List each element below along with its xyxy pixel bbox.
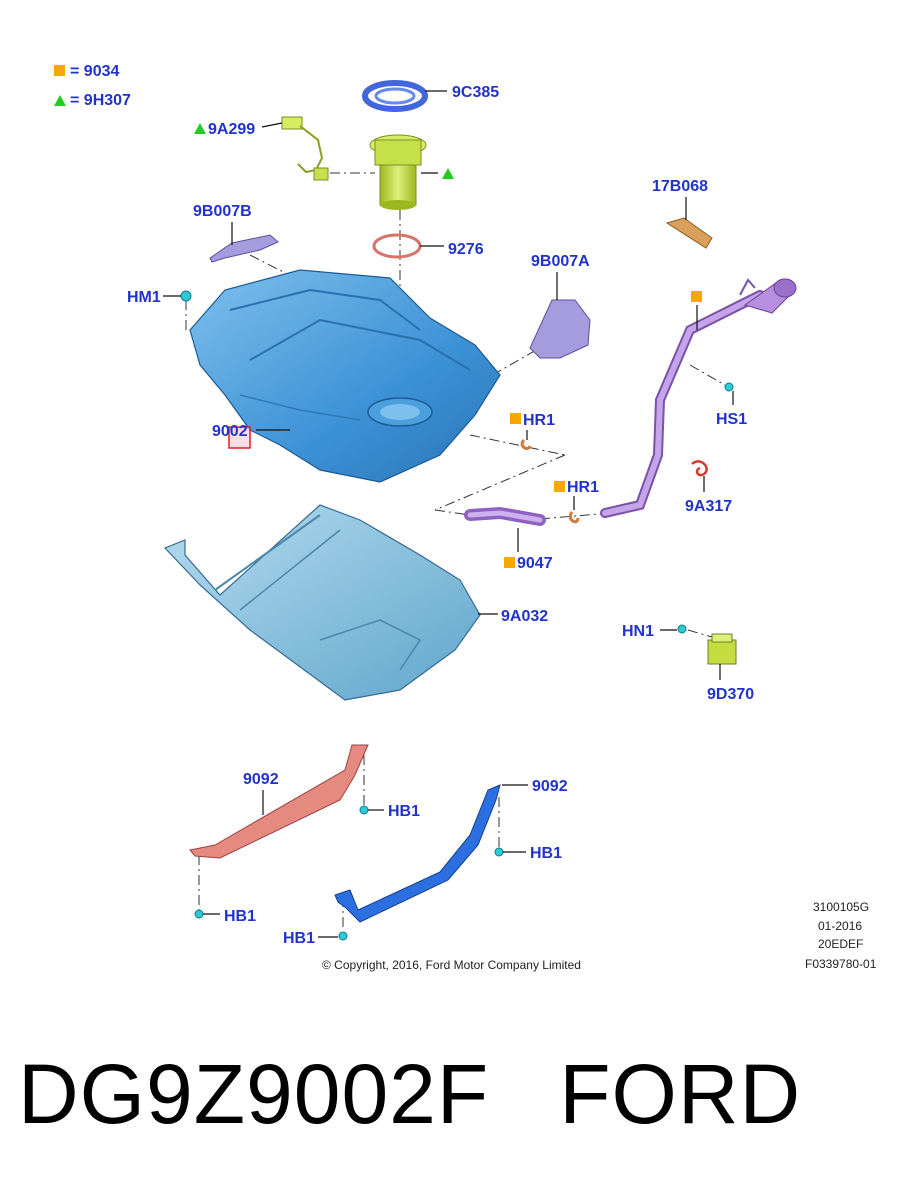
o-ring-9276 xyxy=(372,233,422,259)
triangle-marker-pump-icon xyxy=(442,168,454,179)
legend-text-9034: = 9034 xyxy=(70,63,119,80)
callout-9092-blue: 9092 xyxy=(532,778,568,795)
bolt-hb1-d-icon xyxy=(338,931,348,941)
canister-9d370 xyxy=(707,633,737,665)
callout-hr1-lower: HR1 xyxy=(567,479,599,496)
square-marker-hr1-lower-icon xyxy=(554,481,565,492)
clamp-hr1-upper xyxy=(520,438,532,450)
bolt-hb1-c-icon xyxy=(494,847,504,857)
part-number: DG9Z9002F xyxy=(18,1047,490,1141)
callout-labels: 9C385 9A299 17B068 9B007B 9276 9B007A HM… xyxy=(127,84,754,947)
callout-hb1-d: HB1 xyxy=(283,930,315,947)
legend-triangle-icon xyxy=(54,95,66,106)
strap-9092-red xyxy=(189,744,369,859)
callout-9a317: 9A317 xyxy=(685,498,732,515)
legend: = 9034 = 9H307 xyxy=(54,63,131,109)
callout-hb1-a: HB1 xyxy=(388,803,420,820)
callout-hb1-b: HB1 xyxy=(224,908,256,925)
shield-9b007b xyxy=(209,234,279,263)
brand-name: FORD xyxy=(559,1047,802,1141)
bolt-hm1-icon xyxy=(180,290,192,302)
fuel-system-diagram: = 9034 = 9H307 xyxy=(54,63,877,972)
shield-9b007a xyxy=(529,299,591,359)
callout-9b007a: 9B007A xyxy=(531,253,590,270)
legend-square-icon xyxy=(54,65,65,76)
sender-cover-9c385 xyxy=(362,80,428,112)
callout-hr1-upper: HR1 xyxy=(523,412,555,429)
part-caption: DG9Z9002F FORD xyxy=(18,1046,801,1143)
fuel-tank-9002 xyxy=(189,269,501,483)
callout-9a299: 9A299 xyxy=(208,121,255,138)
legend-text-9h307: = 9H307 xyxy=(70,92,131,109)
callout-hs1: HS1 xyxy=(716,411,747,428)
callout-hn1: HN1 xyxy=(622,623,654,640)
fuel-pump-module xyxy=(369,134,427,210)
callout-9a032: 9A032 xyxy=(501,608,548,625)
copyright: © Copyright, 2016, Ford Motor Company Li… xyxy=(322,958,581,972)
callout-hb1-c: HB1 xyxy=(530,845,562,862)
callout-9092-red: 9092 xyxy=(243,771,279,788)
tank-shield-9a032 xyxy=(163,504,481,701)
callout-9047: 9047 xyxy=(517,555,553,572)
meta-code2: 01-2016 xyxy=(818,919,862,933)
bolt-hn1-icon xyxy=(677,624,687,634)
bolt-hb1-a-icon xyxy=(359,805,369,815)
callout-9c385: 9C385 xyxy=(452,84,499,101)
meta-code4: F0339780-01 xyxy=(805,957,877,971)
square-marker-filler-icon xyxy=(691,291,702,302)
filler-hose-highlight xyxy=(467,510,543,523)
square-marker-hr1-upper-icon xyxy=(510,413,521,424)
filler-pipe xyxy=(600,278,797,518)
callout-hm1: HM1 xyxy=(127,289,161,306)
triangle-marker-9a299-icon xyxy=(194,123,206,134)
meta-code1: 3100105G xyxy=(813,900,869,914)
strap-9092-blue xyxy=(334,784,501,923)
bolt-hs1-icon xyxy=(724,382,734,392)
meta-code3: 20EDEF xyxy=(818,937,863,951)
bolt-hb1-b-icon xyxy=(194,909,204,919)
square-marker-9047-icon xyxy=(504,557,515,568)
callout-9b007b: 9B007B xyxy=(193,203,252,220)
callout-9002: 9002 xyxy=(212,423,248,440)
clamp-hr1-lower xyxy=(568,511,580,524)
heat-shield-17b068 xyxy=(665,217,713,249)
diagram-metadata: 3100105G 01-2016 20EDEF F0339780-01 © Co… xyxy=(322,900,877,972)
highlight-box xyxy=(228,426,251,449)
callout-9d370: 9D370 xyxy=(707,686,754,703)
callout-9276: 9276 xyxy=(448,241,484,258)
leader-lines xyxy=(163,90,734,938)
callout-17b068: 17B068 xyxy=(652,178,708,195)
fuel-level-sender-9a299 xyxy=(281,116,329,181)
clip-9a317 xyxy=(691,460,708,477)
